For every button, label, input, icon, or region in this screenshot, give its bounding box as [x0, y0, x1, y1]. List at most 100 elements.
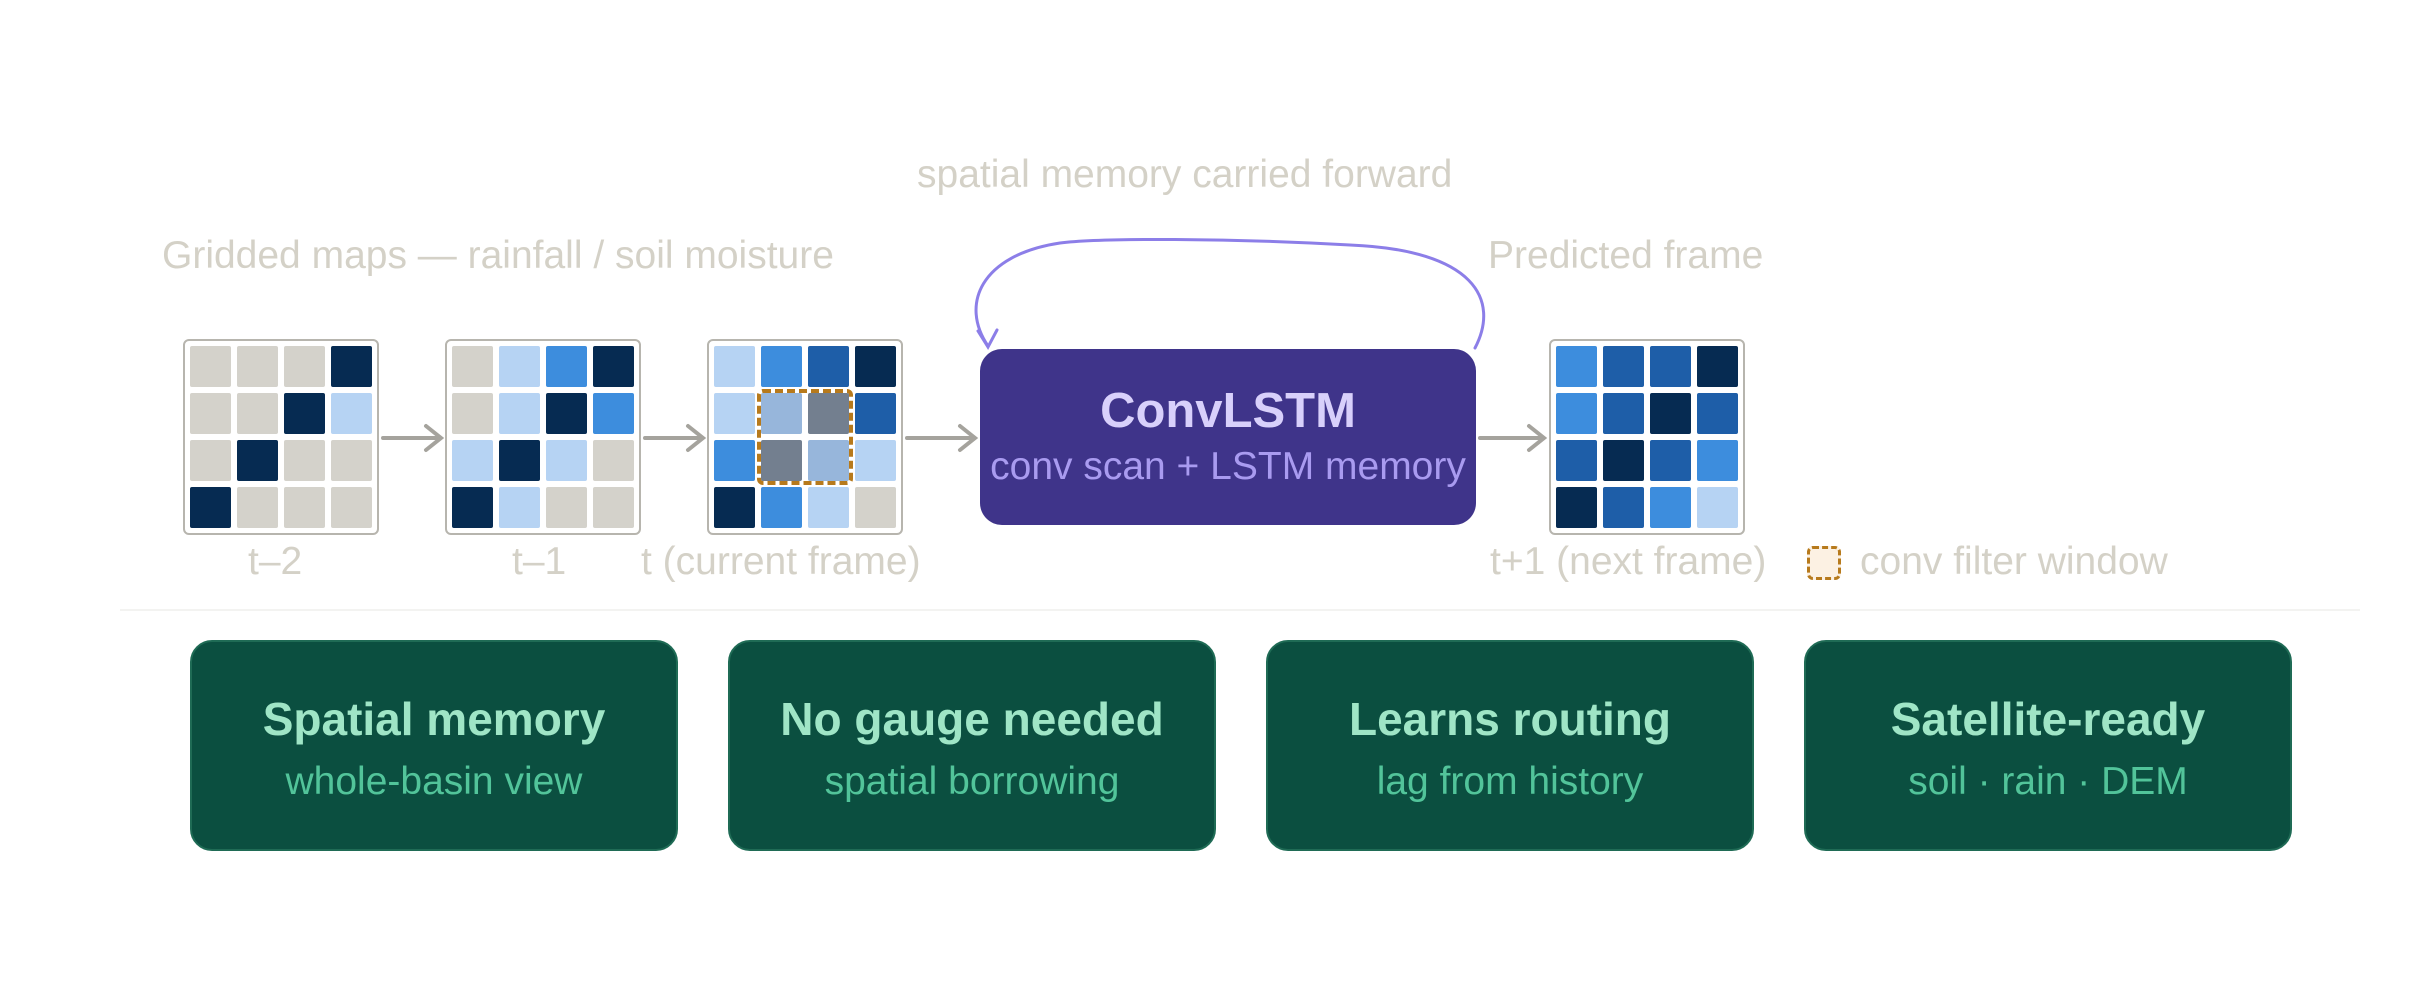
grid-cell: [855, 393, 896, 434]
grid-cell: [452, 440, 493, 481]
grid-cell: [546, 487, 587, 528]
grid-cell: [808, 346, 849, 387]
grid-cell: [331, 440, 372, 481]
spatial-memory-loop-arrow: [974, 237, 1486, 351]
arrow-model-to-t-plus-1: [1478, 424, 1548, 452]
grid-cell: [190, 487, 231, 528]
frame-label-t-next: t+1 (next frame): [1490, 540, 1767, 583]
grid-cell: [1603, 393, 1644, 434]
grid-cell: [714, 487, 755, 528]
arrow-t-minus-1-to-t: [643, 424, 707, 452]
grid-cell: [761, 487, 802, 528]
output-caption: Predicted frame: [1488, 234, 1764, 277]
card-subtitle: spatial borrowing: [824, 760, 1120, 803]
grid-cell: [593, 346, 634, 387]
grid-cell: [593, 487, 634, 528]
grid-cell: [855, 440, 896, 481]
card-title: Satellite-ready: [1890, 693, 2206, 745]
frame-label-t-minus-1: t–1: [512, 540, 567, 583]
grid-cell: [499, 487, 540, 528]
grid-cell: [237, 487, 278, 528]
grid-cell: [237, 346, 278, 387]
grid-cell: [499, 393, 540, 434]
grid-cell: [1697, 346, 1738, 387]
convlstm-box: ConvLSTM conv scan + LSTM memory: [980, 349, 1476, 525]
grid-cell: [714, 440, 755, 481]
section-divider: [120, 609, 2360, 611]
grid-cell: [546, 346, 587, 387]
model-title: ConvLSTM: [1100, 384, 1356, 438]
grid-cell: [284, 487, 325, 528]
grid-cell: [452, 393, 493, 434]
grid-cell: [284, 346, 325, 387]
grid-cell: [237, 393, 278, 434]
grid-cell: [331, 393, 372, 434]
feature-card-learns-routing: Learns routing lag from history: [1266, 640, 1754, 851]
grid-cell: [452, 487, 493, 528]
card-subtitle: lag from history: [1376, 760, 1644, 803]
grid-cell: [331, 487, 372, 528]
legend-filter-window-label: conv filter window: [1860, 540, 2168, 583]
grid-cell: [546, 440, 587, 481]
grid-cell: [593, 440, 634, 481]
conv-filter-window: [757, 389, 853, 485]
grid-cell: [190, 346, 231, 387]
input-caption: Gridded maps — rainfall / soil moisture: [162, 234, 834, 277]
grid-cell: [1556, 393, 1597, 434]
grid-cell: [1603, 487, 1644, 528]
grid-cell: [1556, 440, 1597, 481]
grid-cell: [331, 346, 372, 387]
grid-cell: [1650, 346, 1691, 387]
grid-cell: [714, 393, 755, 434]
grid-cell: [1556, 346, 1597, 387]
card-subtitle: soil · rain · DEM: [1908, 760, 2188, 803]
card-title: Spatial memory: [262, 693, 606, 745]
model-subtitle: conv scan + LSTM memory: [990, 445, 1466, 488]
frame-label-t-minus-2: t–2: [248, 540, 303, 583]
frame-grid-t-current: [707, 339, 903, 535]
feature-card-no-gauge-needed: No gauge needed spatial borrowing: [728, 640, 1216, 851]
grid-cell: [855, 487, 896, 528]
grid-cell: [190, 393, 231, 434]
grid-cell: [452, 346, 493, 387]
grid-cell: [1603, 440, 1644, 481]
grid-cell: [1650, 440, 1691, 481]
feature-card-satellite-ready: Satellite-ready soil · rain · DEM: [1804, 640, 2292, 851]
frame-grid-t-minus-2: [183, 339, 379, 535]
grid-cell: [808, 440, 849, 481]
grid-cell: [190, 440, 231, 481]
grid-cell: [714, 346, 755, 387]
grid-cell: [808, 393, 849, 434]
card-title: No gauge needed: [780, 693, 1164, 745]
feature-card-spatial-memory: Spatial memory whole-basin view: [190, 640, 678, 851]
grid-cell: [499, 440, 540, 481]
frame-label-t-current: t (current frame): [641, 540, 921, 583]
grid-cell: [1697, 393, 1738, 434]
frame-grid-t-minus-1: [445, 339, 641, 535]
grid-cell: [546, 393, 587, 434]
arrow-t-to-model: [905, 424, 979, 452]
card-title: Learns routing: [1348, 693, 1672, 745]
grid-cell: [761, 346, 802, 387]
grid-cell: [1697, 487, 1738, 528]
grid-cell: [1697, 440, 1738, 481]
grid-cell: [1603, 346, 1644, 387]
grid-cell: [237, 440, 278, 481]
filter-window-swatch: [1807, 546, 1841, 580]
grid-cell: [761, 393, 802, 434]
card-subtitle: whole-basin view: [285, 760, 583, 803]
grid-cell: [593, 393, 634, 434]
grid-cell: [1650, 487, 1691, 528]
arrow-t-minus-2-to-t-minus-1: [381, 424, 445, 452]
grid-cell: [808, 487, 849, 528]
grid-cell: [1650, 393, 1691, 434]
grid-cell: [284, 393, 325, 434]
frame-grid-t-plus-1: [1549, 339, 1745, 535]
grid-cell: [284, 440, 325, 481]
grid-cell: [499, 346, 540, 387]
grid-cell: [855, 346, 896, 387]
grid-cell: [761, 440, 802, 481]
grid-cell: [1556, 487, 1597, 528]
loop-label: spatial memory carried forward: [917, 153, 1453, 196]
